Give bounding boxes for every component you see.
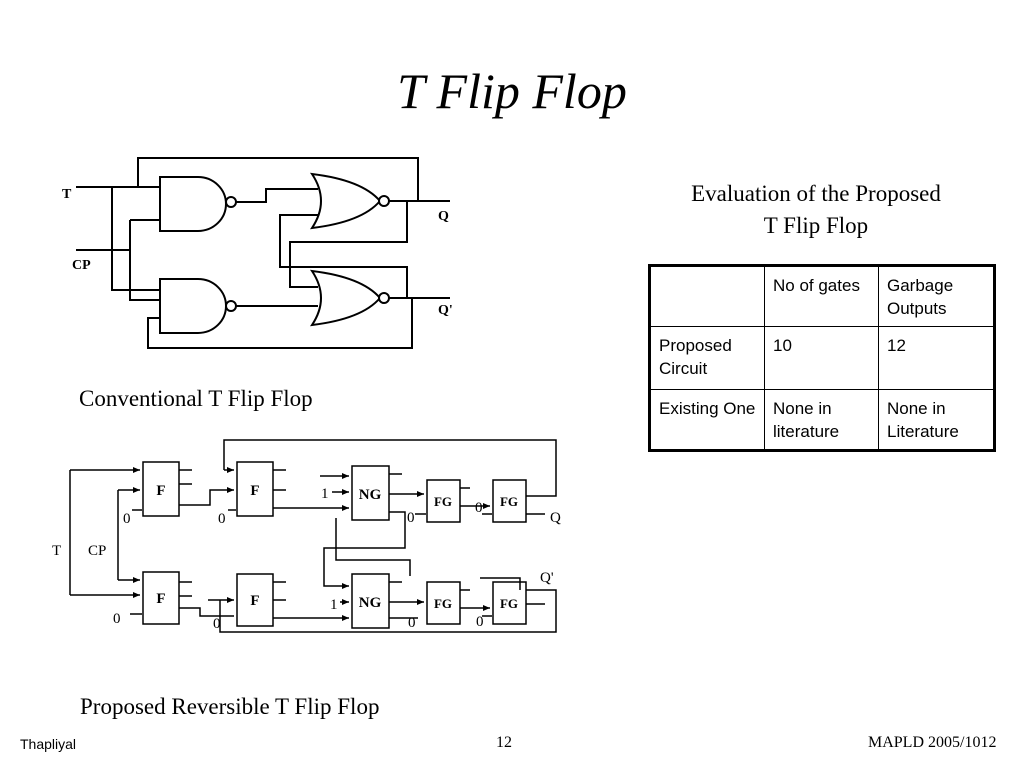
label-gate-f-4: F bbox=[250, 593, 259, 609]
rev-label-q: Q bbox=[550, 510, 561, 526]
conv-label-qbar: Q' bbox=[438, 303, 453, 318]
table-header-cell: Garbage Outputs bbox=[878, 265, 995, 327]
conventional-circuit bbox=[76, 157, 450, 349]
label-gate-fg-2: FG bbox=[500, 494, 518, 509]
rev-const-0-b: 0 bbox=[218, 511, 226, 527]
rev-label-qbar: Q' bbox=[540, 570, 554, 586]
wire-feedback-top bbox=[137, 157, 419, 201]
conv-label-t: T bbox=[62, 187, 72, 202]
gate-f-1 bbox=[142, 461, 180, 517]
wire-nand1-to-nor1 bbox=[236, 188, 318, 203]
nand-bubble-lower bbox=[225, 300, 237, 312]
wire-cross-2 bbox=[279, 214, 408, 298]
gate-ng-2 bbox=[351, 573, 390, 629]
rev-const-1-b: 1 bbox=[330, 597, 338, 613]
label-gate-f-3: F bbox=[156, 591, 165, 607]
table-row: Existing One None in literature None in … bbox=[649, 389, 995, 451]
nor-bubble-lower bbox=[378, 292, 390, 304]
gate-fg-1 bbox=[426, 479, 461, 523]
label-gate-ng-1: NG bbox=[359, 487, 382, 503]
rev-const-0-a: 0 bbox=[123, 511, 131, 527]
rev-const-0-e: 0 bbox=[113, 611, 121, 627]
conv-label-cp: CP bbox=[72, 258, 91, 273]
wire-feedback-bottom bbox=[147, 298, 413, 349]
table-cell: Existing One bbox=[649, 389, 765, 451]
rev-const-0-d: 0 bbox=[475, 500, 483, 516]
rev-const-0-g: 0 bbox=[408, 615, 416, 631]
table-cell: None in Literature bbox=[878, 389, 995, 451]
table-cell: 12 bbox=[878, 326, 995, 390]
label-gate-fg-3: FG bbox=[434, 596, 452, 611]
footer-author: Thapliyal bbox=[20, 736, 77, 752]
rev-label-cp: CP bbox=[88, 543, 106, 559]
nand-gate-upper bbox=[159, 176, 227, 232]
slide-title: T Flip Flop bbox=[397, 63, 627, 119]
rev-const-0-h: 0 bbox=[476, 614, 484, 630]
evaluation-title-line2: T Flip Flop bbox=[763, 213, 869, 238]
table-header-row: No of gates Garbage Outputs bbox=[649, 265, 995, 327]
conv-label-q: Q bbox=[438, 209, 449, 224]
nor-gate-lower bbox=[309, 269, 382, 327]
footer-page-number: 12 bbox=[496, 734, 512, 751]
nor-gate-upper bbox=[309, 172, 382, 230]
table-header-cell: No of gates bbox=[764, 265, 879, 327]
gate-ng-1 bbox=[351, 465, 390, 521]
evaluation-title: Evaluation of the Proposed T Flip Flop bbox=[640, 178, 992, 242]
footer-conference: MAPLD 2005/1012 bbox=[868, 734, 997, 751]
wire-cross-1 bbox=[289, 201, 408, 288]
rev-const-1-a: 1 bbox=[321, 486, 329, 502]
table-cell: Proposed Circuit bbox=[649, 326, 765, 390]
nand-gate-lower bbox=[159, 278, 227, 334]
table-cell: 10 bbox=[764, 326, 879, 390]
evaluation-title-line1: Evaluation of the Proposed bbox=[691, 181, 941, 206]
wire-cp-to-nand1 bbox=[129, 220, 160, 301]
label-gate-fg-4: FG bbox=[500, 596, 518, 611]
gate-f-2 bbox=[236, 461, 274, 517]
label-gate-f-1: F bbox=[156, 483, 165, 499]
table-header-cell bbox=[649, 265, 765, 327]
conventional-caption: Conventional T Flip Flop bbox=[79, 386, 313, 411]
table-cell: None in literature bbox=[764, 389, 879, 451]
gate-f-4 bbox=[236, 573, 274, 627]
label-gate-f-2: F bbox=[250, 483, 259, 499]
reversible-circuit bbox=[69, 439, 557, 633]
table-row: Proposed Circuit 10 12 bbox=[649, 326, 995, 390]
rev-label-t: T bbox=[52, 543, 61, 559]
gate-fg-2 bbox=[492, 479, 527, 523]
nor-bubble-upper bbox=[378, 195, 390, 207]
rev-const-0-c: 0 bbox=[407, 510, 415, 526]
label-gate-ng-2: NG bbox=[359, 595, 382, 611]
rev-const-0-f: 0 bbox=[213, 616, 221, 632]
proposed-caption: Proposed Reversible T Flip Flop bbox=[80, 694, 380, 719]
gate-fg-3 bbox=[426, 581, 461, 625]
nand-bubble-upper bbox=[225, 196, 237, 208]
gate-f-3 bbox=[142, 571, 180, 625]
evaluation-table: No of gates Garbage Outputs Proposed Cir… bbox=[648, 264, 996, 452]
label-gate-fg-1: FG bbox=[434, 494, 452, 509]
